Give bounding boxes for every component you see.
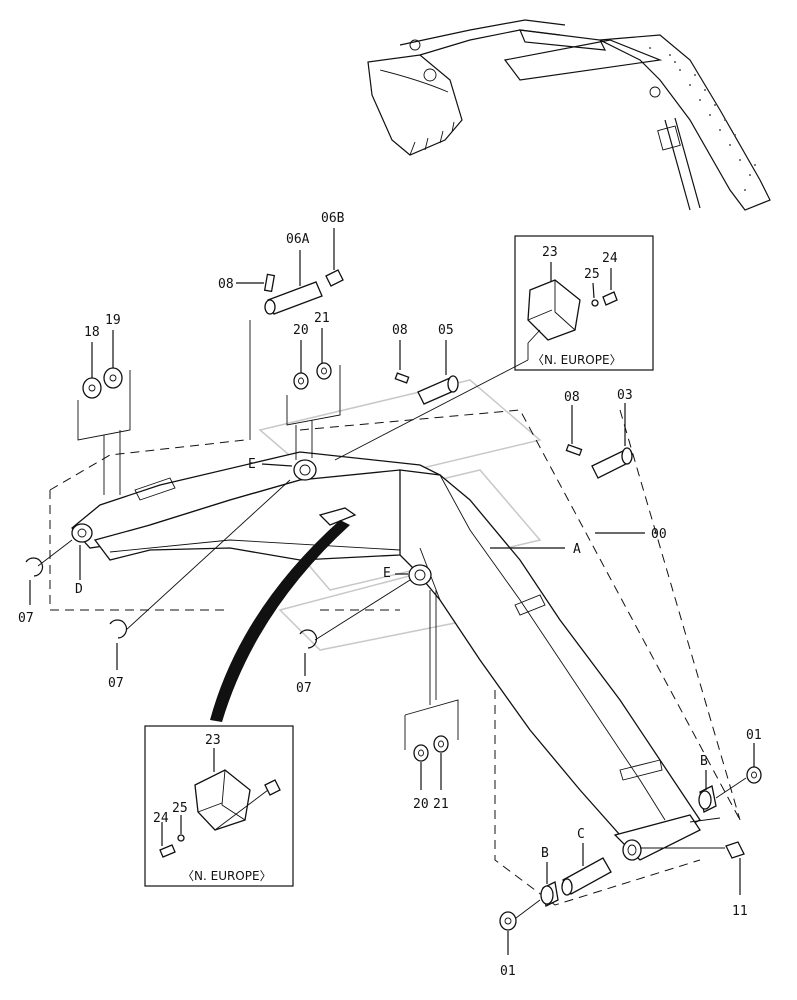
label-05: 05 — [438, 323, 454, 338]
part-01-plate-lower[interactable]: 01 — [499, 911, 517, 979]
label-07-middle: 07 — [108, 676, 124, 691]
label-18: 18 — [84, 325, 100, 340]
overview-excavator-illustration — [367, 19, 771, 211]
part-05-pin[interactable]: 05 — [417, 323, 459, 405]
label-08-middle: 08 — [392, 323, 408, 338]
label-06A: 06A — [286, 232, 310, 247]
label-00: 00 — [651, 527, 667, 542]
europe-note-bottom: 〈N. EUROPE〉 — [182, 869, 272, 883]
label-20-upper: 20 — [293, 323, 309, 338]
part-19-shim[interactable]: 19 — [103, 313, 123, 389]
label-24-top: 24 — [602, 251, 618, 266]
label-07-left: 07 — [18, 611, 34, 626]
label-E-upper: E — [248, 457, 256, 472]
europe-box-top: 23 25 24 〈N. EUROPE〉 — [514, 235, 654, 371]
label-23-top: 23 — [542, 245, 558, 260]
part-08-lock-pin-middle[interactable]: 08 — [392, 323, 410, 384]
part-A-boom[interactable]: A — [490, 542, 581, 557]
part-07-snap-ring-left[interactable]: 07 — [18, 557, 44, 626]
part-06B-grease-fitting[interactable]: 06B — [321, 211, 345, 287]
label-11: 11 — [732, 904, 748, 919]
part-21-shim-lower[interactable]: 21 — [433, 735, 449, 812]
label-01-lower: 01 — [500, 964, 516, 979]
label-23-bottom: 23 — [205, 733, 221, 748]
label-03: 03 — [617, 388, 633, 403]
part-18-shim[interactable]: 18 — [82, 325, 102, 399]
part-20-shim-upper[interactable]: 20 — [293, 323, 309, 390]
label-B-right: B — [700, 754, 708, 769]
part-08-lock-pin-top[interactable]: 08 — [218, 273, 276, 293]
part-11-grease-fitting[interactable]: 11 — [725, 841, 748, 919]
europe-box-bottom: 23 25 24 〈N. EUROPE〉 — [144, 725, 294, 887]
part-08-lock-pin-right[interactable]: 08 — [564, 390, 583, 457]
europe-note-top: 〈N. EUROPE〉 — [532, 353, 622, 367]
part-03-pin[interactable]: 03 — [591, 388, 633, 479]
part-07-snap-ring-middle[interactable]: 07 — [108, 619, 128, 691]
label-19: 19 — [105, 313, 121, 328]
label-20-lower: 20 — [413, 797, 429, 812]
main-boom — [71, 451, 701, 861]
part-B-bushing-right[interactable]: B — [698, 754, 717, 813]
part-21-shim-upper[interactable]: 21 — [314, 311, 332, 380]
label-D: D — [75, 582, 83, 597]
label-21-upper: 21 — [314, 311, 330, 326]
part-07-snap-ring-right[interactable]: 07 — [296, 629, 318, 696]
label-08-right: 08 — [564, 390, 580, 405]
label-21-lower: 21 — [433, 797, 449, 812]
label-01-right: 01 — [746, 728, 762, 743]
label-C: C — [577, 827, 585, 842]
label-A: A — [573, 542, 581, 557]
label-B-lower: B — [541, 846, 549, 861]
part-20-shim-lower[interactable]: 20 — [413, 744, 429, 812]
label-07-right: 07 — [296, 681, 312, 696]
pointer-arrow — [210, 520, 350, 722]
part-B-bushing-lower[interactable]: B — [540, 846, 559, 907]
label-E-knee: E — [383, 566, 391, 581]
label-06B: 06B — [321, 211, 345, 226]
label-25-top: 25 — [584, 267, 600, 282]
part-06A-pin[interactable]: 06A — [264, 232, 323, 315]
label-08-top: 08 — [218, 277, 234, 292]
part-C-pin[interactable]: C — [561, 827, 612, 896]
part-00-boom-assembly[interactable]: 00 — [595, 527, 667, 542]
part-01-plate-right[interactable]: 01 — [746, 728, 762, 784]
label-24-bottom: 24 — [153, 811, 169, 826]
label-25-bottom: 25 — [172, 801, 188, 816]
assembly-outline — [49, 409, 741, 906]
